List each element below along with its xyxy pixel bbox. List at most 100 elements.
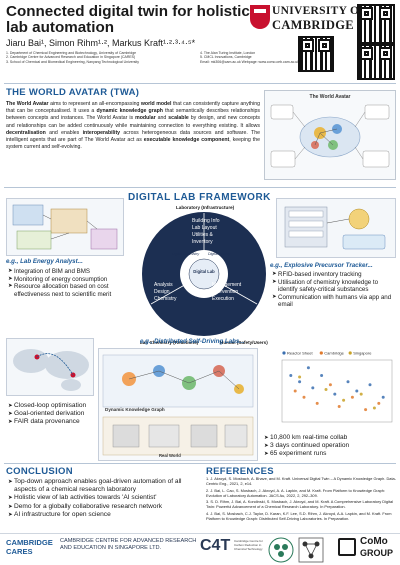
- twa-description: The World Avatar aims to represent an al…: [6, 101, 260, 151]
- section-divider: [4, 83, 396, 84]
- cambridge-logo-line1: UNIVERSITY OF: [272, 5, 367, 17]
- left-arc-label: Lab Chemistry (Reactions): [140, 340, 199, 345]
- lab-building-figure: [6, 198, 124, 256]
- cambridge-logo-line2: CAMBRIDGE: [272, 18, 354, 32]
- energy-analyst-label: e.g., Lab Energy Analyst...: [6, 258, 83, 265]
- legend-swatch: [319, 351, 323, 355]
- digital-lab-circle: Building Info Lab Layout Utilities & Inv…: [142, 212, 266, 336]
- como-line1: CoMo: [360, 536, 388, 547]
- sdl-panel-caption: Dynamic Knowledge Graph: [105, 407, 165, 412]
- sector-item: Utilities &: [192, 232, 213, 238]
- legend-label: Cambridge: [324, 351, 344, 356]
- data-point: [298, 380, 302, 384]
- sdl-label: e.g., Distributed Self-Driving Labs...: [140, 338, 245, 345]
- centre-label: Digital Lab: [193, 269, 215, 274]
- affiliations-left: 1. Department of Chemical Engineering an…: [6, 51, 196, 64]
- data-point: [289, 374, 293, 377]
- data-point: [372, 406, 376, 410]
- inner-left-label: Digital Chemistry: [172, 252, 200, 256]
- sdl-bullet-list-left: Closed-loop optimisation Goal-oriented d…: [8, 402, 100, 427]
- left-sector-items: Analysis Design Chemistry: [154, 282, 177, 303]
- building-model-icon: [12, 204, 118, 250]
- data-point: [342, 398, 346, 402]
- cambridge-shield-icon: [250, 5, 270, 29]
- section-divider: [4, 187, 396, 188]
- data-point: [368, 383, 372, 387]
- world-avatar-network-icon: [270, 104, 390, 168]
- list-item: Demo for a globally collaborative resear…: [8, 503, 202, 511]
- c4t-logo: C4T Cambridge Centre for Carbon Reductio…: [200, 537, 263, 563]
- legend-label: Reactor Sheet: [287, 351, 313, 356]
- molecule-logo-icon: [268, 537, 294, 563]
- data-point: [364, 408, 368, 412]
- sector-item: Building Info: [192, 218, 220, 224]
- data-point: [315, 401, 319, 405]
- data-point: [333, 392, 337, 396]
- world-avatar-diagram: The World Avatar: [264, 90, 396, 180]
- world-map-icon: [13, 349, 89, 391]
- data-point: [302, 395, 306, 399]
- list-item: Holistic view of lab activities towards …: [8, 494, 202, 502]
- list-item: Resource allocation based on cost effect…: [8, 283, 138, 298]
- cambridge-logo: UNIVERSITY OF CAMBRIDGE: [250, 3, 366, 47]
- sector-item: Management: [212, 282, 242, 288]
- top-arc-label: Laboratory (Infrastructure): [176, 205, 235, 210]
- list-item: Top-down approach enables goal-driven au…: [8, 478, 202, 494]
- world-avatar-diagram-title: The World Avatar: [309, 94, 351, 100]
- data-point: [346, 380, 350, 384]
- twa-heading: THE WORLD AVATAR (TWA): [6, 87, 140, 98]
- c4t-subtitle: Cambridge Centre for Carbon Reduction in…: [234, 539, 263, 551]
- knowledge-graph-icon: [102, 354, 254, 456]
- reference-item: 3. S. D. Rihm, J. Bai, A. Kondinski, S. …: [206, 499, 394, 510]
- list-item: AI infrastructure for open science: [8, 511, 202, 519]
- references-heading: REFERENCES: [206, 466, 274, 477]
- list-item: 3 days continued operation: [264, 442, 396, 450]
- affiliation-1: 1. Department of Chemical Engineering an…: [6, 51, 137, 55]
- right-arc-label: Human (Safety/Users): [220, 340, 268, 345]
- chart-plot-area: [281, 359, 393, 423]
- reference-item: 4. J. Bai, S. Mosbach, C.J. Taylor, D. K…: [206, 510, 392, 521]
- legend-label: Singapore: [353, 351, 372, 356]
- affiliation-2: 2. Cambridge Centre for Advanced Researc…: [6, 55, 136, 60]
- lab-inventory-figure: [276, 198, 396, 258]
- como-group-logo: CoMo GROUP: [336, 536, 398, 564]
- data-point: [381, 395, 385, 399]
- sector-item: Chemistry: [154, 296, 177, 302]
- network-logo-icon: [298, 537, 324, 563]
- data-point: [350, 395, 354, 399]
- sector-item: Analysis: [154, 282, 173, 288]
- sector-item: Execution: [212, 296, 234, 302]
- list-item: Closed-loop optimisation: [8, 402, 100, 410]
- framework-heading: DIGITAL LAB FRAMEWORK: [128, 192, 271, 203]
- poster-footer: CAMBRIDGE CARES CAMBRIDGE CENTRE FOR ADV…: [0, 533, 400, 565]
- author-list: Jiaru Bai¹, Simon Rihm¹·², Markus Kraft¹…: [6, 38, 196, 48]
- poster-title: Connected digital twin for holistic lab …: [6, 3, 250, 36]
- reference-item: 1. J. Akroyd, S. Mosbach, A. Bhave, and …: [206, 476, 397, 487]
- cares-logo: CAMBRIDGE CARES: [6, 538, 53, 556]
- inventory-tracking-icon: [284, 206, 386, 250]
- affiliations-right: 4. The Alan Turing Institute, London 5. …: [200, 51, 320, 64]
- list-item: 65 experiment runs: [264, 450, 396, 458]
- precursor-bullet-list: RFID-based inventory tracking Utilisatio…: [272, 271, 396, 309]
- section-divider: [4, 463, 396, 464]
- como-line2: GROUP: [360, 548, 394, 558]
- data-point: [306, 366, 310, 370]
- reference-list: 1. J. Akroyd, S. Mosbach, A. Bhave, and …: [206, 476, 396, 522]
- list-item: Monitoring of energy consumption: [8, 276, 138, 284]
- data-point: [328, 383, 332, 387]
- sdl-bullet-list-right: 10,800 km real-time collab 3 days contin…: [264, 434, 396, 459]
- right-sector-items: Management Intervention Execution: [212, 282, 241, 303]
- framework-sectors-icon: [143, 213, 265, 335]
- data-point: [359, 392, 363, 396]
- qr-code-icon: [298, 36, 334, 72]
- legend-swatch: [348, 351, 352, 355]
- data-point: [311, 386, 315, 390]
- sdl-knowledge-graph-figure: Dynamic Knowledge Graph Real World: [98, 348, 258, 461]
- data-point: [377, 401, 381, 405]
- top-sector-items: Building Info Lab Layout Utilities & Inv…: [192, 218, 220, 246]
- inner-right-label: Digital Facility: [208, 252, 231, 256]
- data-point: [337, 405, 341, 408]
- reference-item: 2. J. Bai, L. Cao, S. Mosbach, J. Akroyd…: [206, 487, 386, 498]
- conclusion-bullet-list: Top-down approach enables goal-driven au…: [8, 478, 202, 519]
- precursor-tracker-label: e.g., Explosive Precursor Tracker...: [270, 262, 373, 269]
